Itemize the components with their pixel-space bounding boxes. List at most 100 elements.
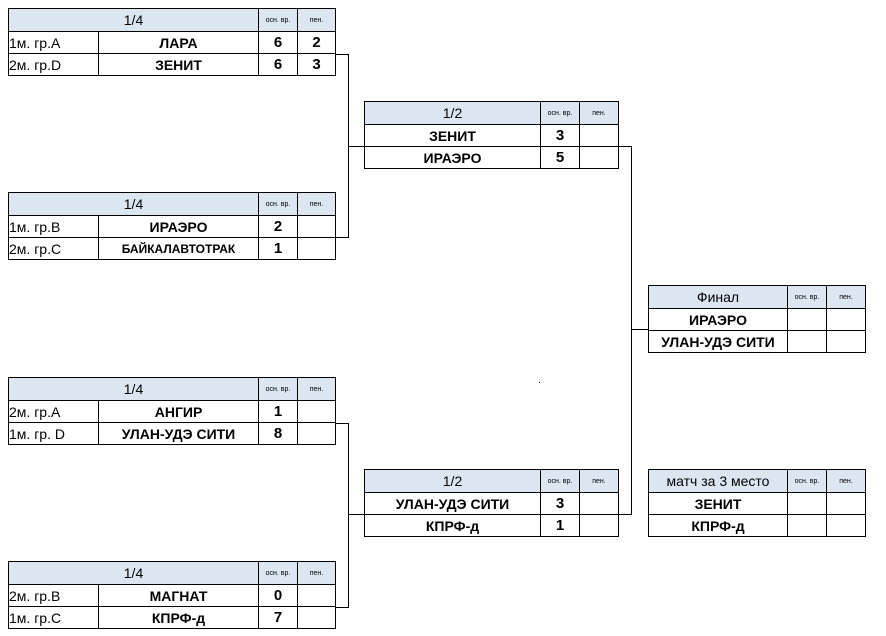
- match-title: Финал: [648, 285, 788, 309]
- seed-label: 1м. гр.В: [8, 215, 99, 238]
- score-pen: [826, 492, 866, 515]
- seed-label: 2м. гр.D: [8, 53, 99, 76]
- match-row: ИРАЭРО: [648, 308, 866, 331]
- match-row: УЛАН-УДЭ СИТИ 3: [364, 492, 619, 515]
- score-main: [787, 330, 827, 353]
- score-main: [787, 514, 827, 537]
- quarterfinal-2: 1/4 осн. вр. пен. 1м. гр.В ИРАЭРО 2 2м. …: [8, 192, 336, 260]
- score-main: 3: [540, 124, 580, 147]
- score-main: [787, 308, 827, 331]
- col-main-header: осн. вр.: [258, 192, 298, 216]
- team-name: АНГИР: [98, 400, 259, 423]
- score-pen: [297, 237, 336, 260]
- match-row: КПРФ-д: [648, 514, 866, 537]
- team-name: ЗЕНИТ: [648, 492, 788, 515]
- score-main: 1: [258, 400, 298, 423]
- match-row: ИРАЭРО 5: [364, 146, 619, 169]
- match-row: КПРФ-д 1: [364, 514, 619, 537]
- col-main-header: осн. вр.: [258, 377, 298, 401]
- match-title: 1/4: [8, 192, 259, 216]
- col-pen-header: пен.: [297, 8, 336, 32]
- match-row: УЛАН-УДЭ СИТИ: [648, 330, 866, 353]
- col-main-header: осн. вр.: [258, 561, 298, 585]
- score-pen: 3: [297, 53, 336, 76]
- score-pen: 2: [297, 31, 336, 54]
- score-pen: [297, 400, 336, 423]
- semifinal-1: 1/2 осн. вр. пен. ЗЕНИТ 3 ИРАЭРО 5: [364, 101, 619, 169]
- score-main: 7: [258, 606, 298, 629]
- col-pen-header: пен.: [826, 285, 866, 309]
- seed-label: 2м. гр.В: [8, 584, 99, 607]
- score-pen: [826, 514, 866, 537]
- score-main: 8: [258, 422, 298, 445]
- score-pen: [579, 124, 619, 147]
- match-row: ЗЕНИТ 3: [364, 124, 619, 147]
- team-name: ИРАЭРО: [98, 215, 259, 238]
- score-pen: [579, 146, 619, 169]
- team-name: ЛАРА: [98, 31, 259, 54]
- seed-label: 1м. гр.А: [8, 31, 99, 54]
- col-pen-header: пен.: [297, 377, 336, 401]
- match-row: 1м. гр. D УЛАН-УДЭ СИТИ 8: [8, 422, 336, 445]
- score-main: 2: [258, 215, 298, 238]
- match-row: 1м. гр.С КПРФ-д 7: [8, 606, 336, 629]
- col-main-header: осн. вр.: [787, 469, 827, 493]
- match-row: ЗЕНИТ: [648, 492, 866, 515]
- seed-label: 2м. гр.А: [8, 400, 99, 423]
- col-pen-header: пен.: [826, 469, 866, 493]
- col-main-header: осн. вр.: [540, 101, 580, 125]
- team-name: КПРФ-д: [98, 606, 259, 629]
- connector-qf3-sf2: [334, 423, 349, 608]
- team-name: МАГНАТ: [98, 584, 259, 607]
- col-pen-header: пен.: [579, 101, 619, 125]
- stray-dot: [539, 382, 540, 383]
- score-main: 1: [540, 514, 580, 537]
- col-pen-header: пен.: [297, 561, 336, 585]
- seed-label: 2м. гр.С: [8, 237, 99, 260]
- match-title: 1/4: [8, 561, 259, 585]
- team-name: УЛАН-УДЭ СИТИ: [364, 492, 541, 515]
- quarterfinal-4: 1/4 осн. вр. пен. 2м. гр.В МАГНАТ 0 1м. …: [8, 561, 336, 629]
- score-main: 3: [540, 492, 580, 515]
- score-pen: [826, 330, 866, 353]
- score-main: 0: [258, 584, 298, 607]
- seed-label: 1м. гр. D: [8, 422, 99, 445]
- score-pen: [297, 215, 336, 238]
- score-pen: [297, 584, 336, 607]
- team-name: БАЙКАЛАВТОТРАК: [98, 237, 259, 260]
- col-main-header: осн. вр.: [540, 469, 580, 493]
- connector-qf1-sf1: [334, 54, 349, 238]
- team-name: УЛАН-УДЭ СИТИ: [648, 330, 788, 353]
- match-title: 1/2: [364, 469, 541, 493]
- score-main: 5: [540, 146, 580, 169]
- team-name: ИРАЭРО: [364, 146, 541, 169]
- match-row: 1м. гр.А ЛАРА 6 2: [8, 31, 336, 54]
- score-main: 6: [258, 53, 298, 76]
- team-name: УЛАН-УДЭ СИТИ: [98, 422, 259, 445]
- match-row: 2м. гр.В МАГНАТ 0: [8, 584, 336, 607]
- team-name: ИРАЭРО: [648, 308, 788, 331]
- score-main: 6: [258, 31, 298, 54]
- col-pen-header: пен.: [297, 192, 336, 216]
- score-pen: [579, 492, 619, 515]
- team-name: ЗЕНИТ: [98, 53, 259, 76]
- team-name: ЗЕНИТ: [364, 124, 541, 147]
- quarterfinal-1: 1/4 осн. вр. пен. 1м. гр.А ЛАРА 6 2 2м. …: [8, 8, 336, 76]
- match-row: 2м. гр.С БАЙКАЛАВТОТРАК 1: [8, 237, 336, 260]
- seed-label: 1м. гр.С: [8, 606, 99, 629]
- score-pen: [826, 308, 866, 331]
- quarterfinal-3: 1/4 осн. вр. пен. 2м. гр.А АНГИР 1 1м. г…: [8, 377, 336, 445]
- col-main-header: осн. вр.: [787, 285, 827, 309]
- semifinal-2: 1/2 осн. вр. пен. УЛАН-УДЭ СИТИ 3 КПРФ-д…: [364, 469, 619, 537]
- score-pen: [297, 422, 336, 445]
- score-main: [787, 492, 827, 515]
- match-title: 1/4: [8, 8, 259, 32]
- third-place-match: матч за 3 место осн. вр. пен. ЗЕНИТ КПРФ…: [648, 469, 866, 537]
- team-name: КПРФ-д: [364, 514, 541, 537]
- score-pen: [297, 606, 336, 629]
- final-match: Финал осн. вр. пен. ИРАЭРО УЛАН-УДЭ СИТИ: [648, 285, 866, 353]
- match-title: матч за 3 место: [648, 469, 788, 493]
- team-name: КПРФ-д: [648, 514, 788, 537]
- score-pen: [579, 514, 619, 537]
